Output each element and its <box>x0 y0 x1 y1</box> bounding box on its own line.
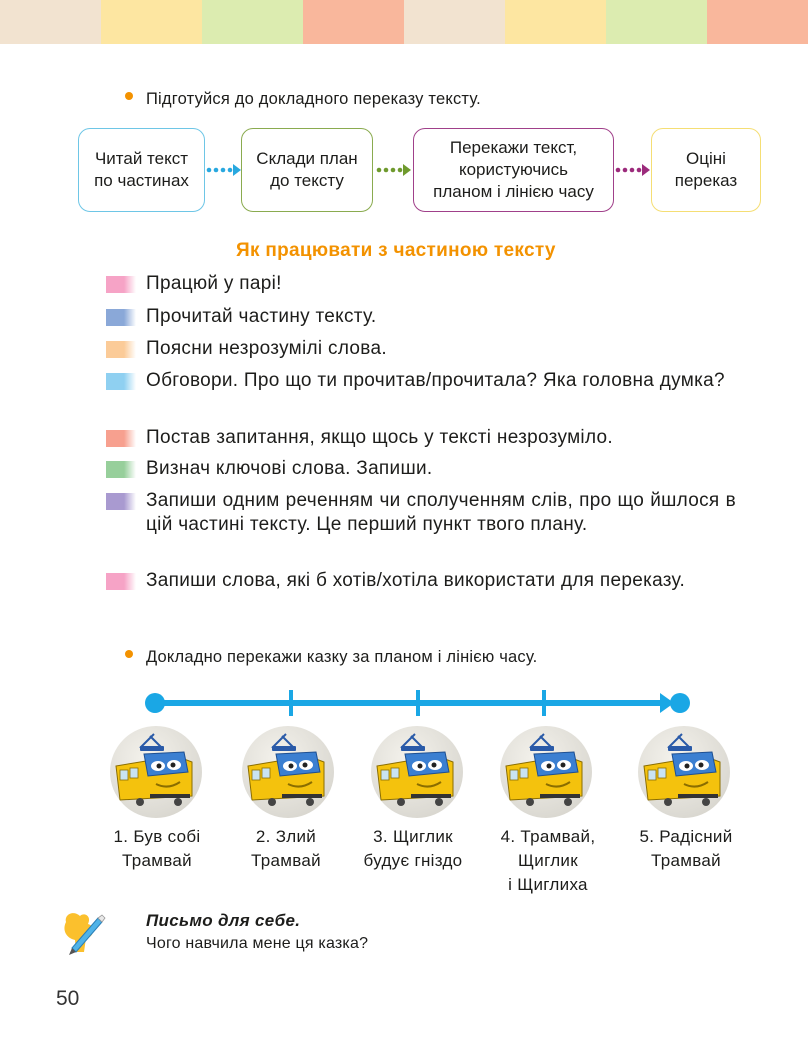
flow-step-line: Оціні <box>686 149 726 168</box>
step-text: Обговори. Про що ти прочитав/прочитала? … <box>146 370 725 391</box>
dotted-arrow-icon <box>376 164 411 176</box>
flow-step-read: Читай текст по частинах <box>78 128 205 212</box>
flow-step-line: Перекажи текст, <box>449 138 578 157</box>
bullet-dot-icon <box>125 650 133 658</box>
color-marker-icon <box>106 430 136 447</box>
flow-step-line: користуючись <box>458 160 569 179</box>
timeline-graphic <box>145 690 690 716</box>
caption-line: і Щиглиха <box>508 875 588 894</box>
color-marker-icon <box>106 276 136 293</box>
color-marker-icon <box>106 341 136 358</box>
timeline-caption-1: 1. Був собі Трамвай <box>95 825 219 873</box>
caption-line: Трамвай <box>651 851 721 870</box>
tram-picture-4 <box>500 726 592 818</box>
step-text: Постав запитання, якщо щось у тексті нез… <box>146 427 613 448</box>
tram-picture-1 <box>110 726 202 818</box>
flow-step-plan: Склади план до тексту <box>241 128 373 212</box>
page-number: 50 <box>56 987 80 1010</box>
caption-line: 1. Був собі <box>113 827 201 846</box>
caption-line: 3. Щиглик <box>373 827 453 846</box>
dotted-arrow-icon <box>206 164 241 176</box>
flow-step-line: Склади план <box>256 149 358 168</box>
top-bar-segment <box>404 0 505 44</box>
instruction-retelling: Підготуйся до докладного переказу тексту… <box>146 90 481 108</box>
timeline-caption-5: 5. Радісний Трамвай <box>624 825 748 873</box>
tram-picture-5 <box>638 726 730 818</box>
top-bar-segment <box>606 0 707 44</box>
caption-line: 4. Трамвай, <box>500 827 596 846</box>
flow-step-retell: Перекажи текст, користуючись планом і лі… <box>413 128 614 212</box>
color-marker-icon <box>106 373 136 390</box>
color-marker-icon <box>106 493 136 510</box>
top-color-bar <box>0 0 808 44</box>
letter-question: Чого навчила мене ця казка? <box>146 935 369 952</box>
top-bar-segment <box>505 0 606 44</box>
timeline-caption-2: 2. Злий Трамвай <box>228 825 344 873</box>
caption-line: Трамвай <box>251 851 321 870</box>
caption-line: будує гніздо <box>363 851 463 870</box>
tram-picture-2 <box>242 726 334 818</box>
caption-line: 2. Злий <box>255 827 317 846</box>
caption-line: 5. Радісний <box>639 827 733 846</box>
top-bar-segment <box>202 0 303 44</box>
top-bar-segment <box>707 0 808 44</box>
pencil-hand-icon <box>64 913 106 955</box>
color-marker-icon <box>106 573 136 590</box>
flow-step-line: по частинах <box>94 171 189 190</box>
timeline-caption-4: 4. Трамвай, Щиглик і Щиглиха <box>490 825 606 897</box>
color-marker-icon <box>106 461 136 478</box>
caption-line: Трамвай <box>122 851 192 870</box>
flow-step-line: Читай текст <box>94 149 189 168</box>
flow-step-line: до тексту <box>270 171 344 190</box>
step-text: Запиши слова, які б хотів/хотіла викорис… <box>146 570 686 591</box>
top-bar-segment <box>303 0 404 44</box>
top-bar-segment <box>0 0 101 44</box>
instruction-timeline: Докладно перекажи казку за планом і ліні… <box>146 648 538 666</box>
dotted-arrow-icon <box>615 164 650 176</box>
step-text: Прочитай частину тексту. <box>146 306 377 327</box>
step-text: Поясни незрозумілі слова. <box>146 338 387 359</box>
caption-line: Щиглик <box>518 851 578 870</box>
letter-title: Письмо для себе. <box>146 911 301 930</box>
section-title: Як працювати з частиною тексту <box>236 240 556 261</box>
top-bar-segment <box>101 0 202 44</box>
color-marker-icon <box>106 309 136 326</box>
step-text: Працюй у парі! <box>146 273 282 294</box>
tram-picture-3 <box>371 726 463 818</box>
flow-step-line: переказ <box>674 171 738 190</box>
step-text: Запиши одним реченням чи сполученням слі… <box>146 490 736 535</box>
flow-step-line: планом і лінією часу <box>433 182 594 201</box>
flow-step-evaluate: Оціні переказ <box>651 128 761 212</box>
timeline-caption-3: 3. Щиглик будує гніздо <box>350 825 476 873</box>
step-text: Визнач ключові слова. Запиши. <box>146 458 433 479</box>
timeline-line <box>145 690 690 716</box>
bullet-dot-icon <box>125 92 133 100</box>
